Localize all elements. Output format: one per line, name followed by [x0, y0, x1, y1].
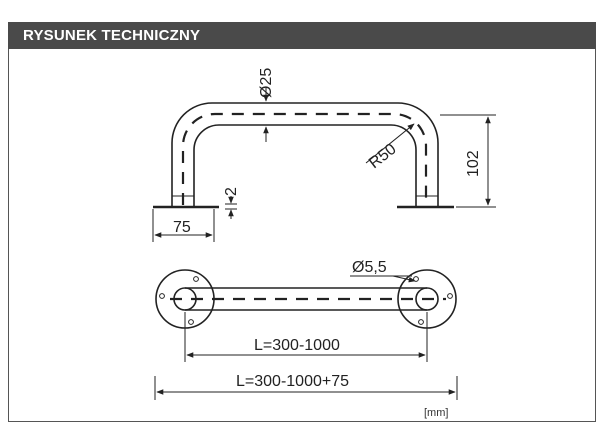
length-label: L=300-1000	[254, 337, 340, 354]
base-width-label: 75	[173, 219, 191, 236]
total-length-label: L=300-1000+75	[236, 373, 349, 390]
top-view: Ø5,5	[155, 259, 457, 329]
total-length-dimension: L=300-1000+75	[154, 373, 458, 400]
height-dimension: 102	[440, 114, 496, 208]
tube-centerline	[181, 112, 428, 205]
thickness-dimension: 2	[223, 187, 240, 219]
hole-diameter-label: Ø5,5	[352, 259, 387, 276]
height-label: 102	[465, 150, 482, 177]
thickness-label: 2	[223, 187, 240, 196]
tube-diameter-label: Ø25	[258, 68, 275, 98]
tube-diameter-dimension: Ø25	[258, 68, 275, 142]
unit-label: [mm]	[424, 407, 448, 419]
bend-radius-label: R50	[366, 141, 400, 173]
side-view	[153, 102, 454, 209]
tube-inner-contour	[193, 124, 417, 207]
drawing-frame	[8, 49, 596, 422]
length-dimension: L=300-1000	[184, 312, 428, 362]
tube-outer-contour	[171, 102, 439, 207]
header-bar: RYSUNEK TECHNICZNY	[8, 22, 596, 49]
page-title: RYSUNEK TECHNICZNY	[23, 27, 201, 44]
base-width-dimension: 75	[152, 209, 215, 242]
